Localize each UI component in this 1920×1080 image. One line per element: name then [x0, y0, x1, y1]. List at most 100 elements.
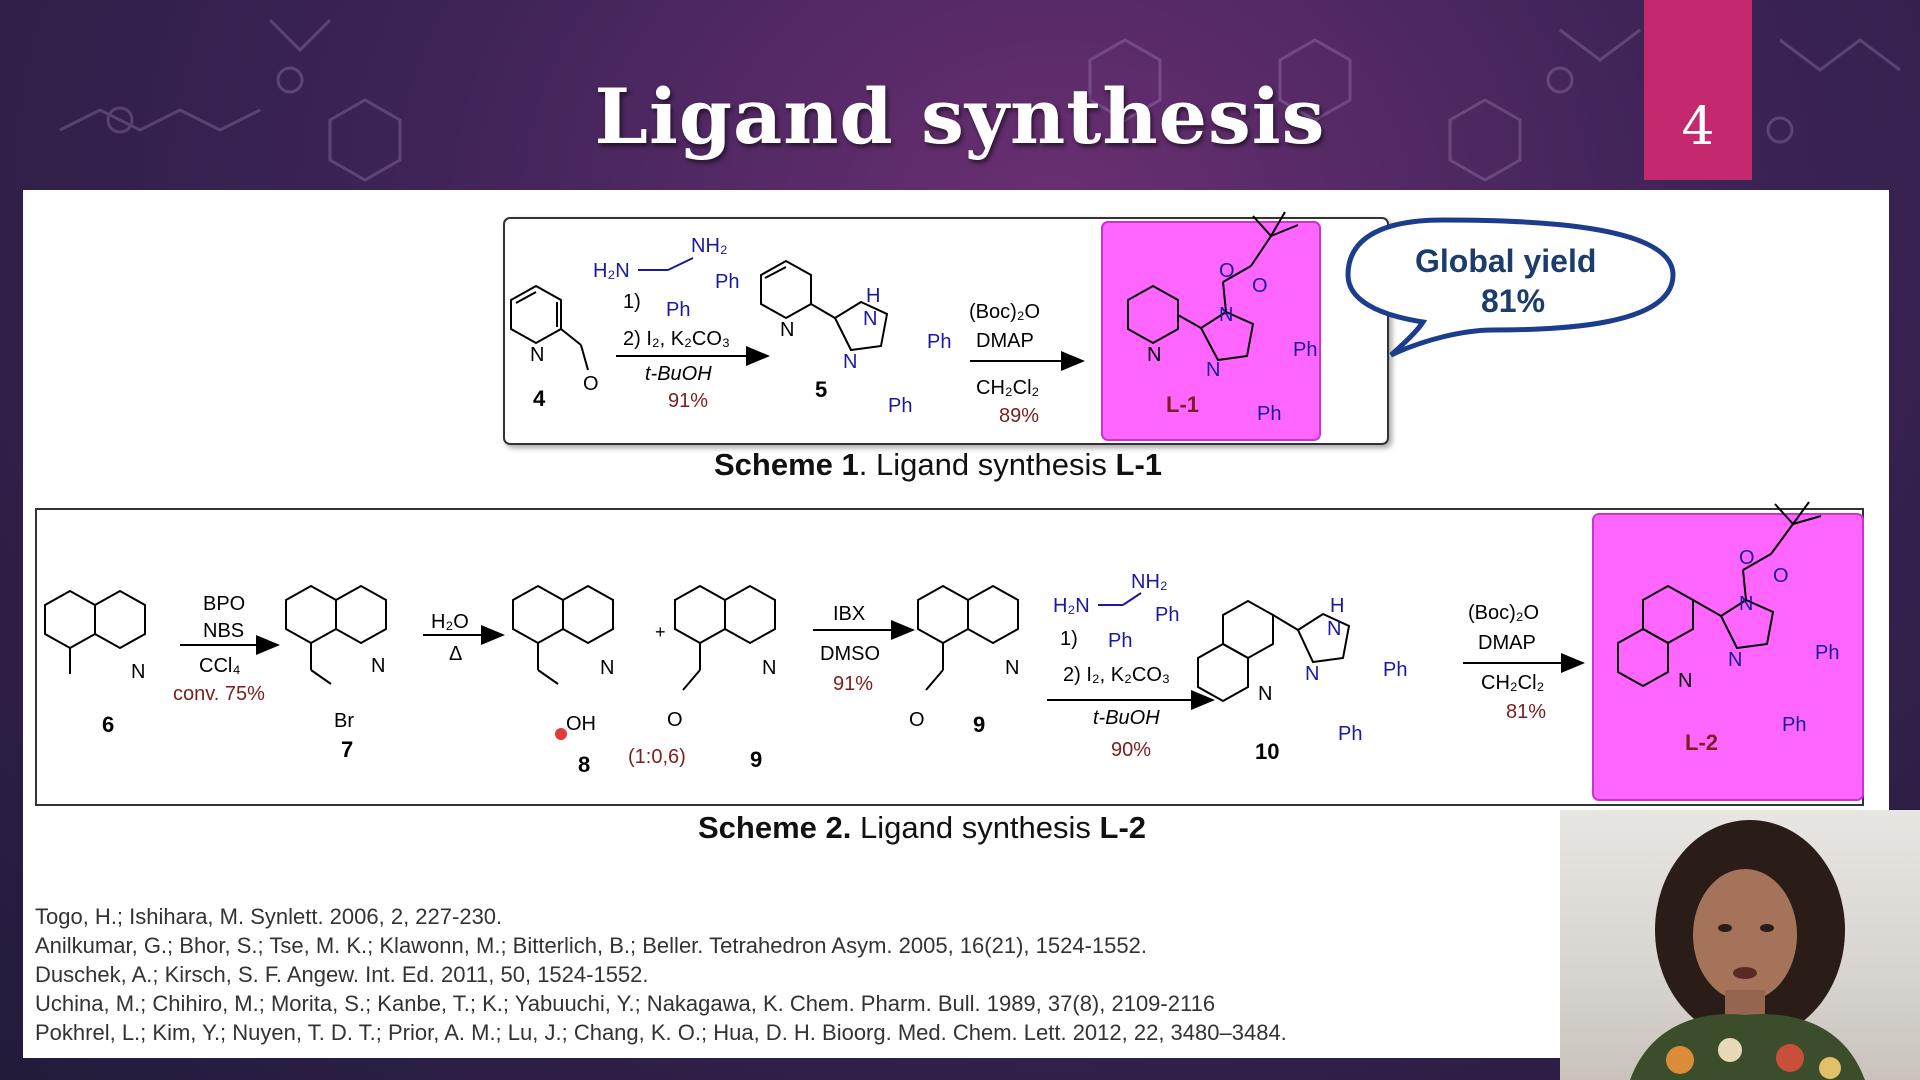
reaction-schemes-canvas: N O 4 H₂N NH₂ Ph Ph 1) 2) I₂, K₂CO₃ t-Bu…	[35, 211, 1864, 806]
svg-text:Ph: Ph	[1155, 604, 1179, 626]
atom-label: Ph	[1383, 659, 1407, 681]
compound-number: 10	[1255, 739, 1279, 764]
nbs-reagent: NBS	[203, 620, 244, 642]
dmap-reagent: DMAP	[976, 330, 1034, 352]
caption-text: . Ligand synthesis	[858, 447, 1116, 482]
water-reagent: H₂O	[431, 611, 469, 633]
atom-label: Ph	[927, 331, 951, 353]
atom-label: N	[1206, 359, 1220, 381]
caption-product: L-2	[1099, 810, 1147, 845]
svg-text:H₂N: H₂N	[593, 260, 630, 282]
diamine-reagent: H₂N NH₂ Ph Ph	[593, 235, 739, 321]
bromo-label: Br	[334, 710, 354, 732]
dmso-reagent: DMSO	[820, 643, 880, 665]
yield-label: 81%	[1506, 701, 1546, 723]
conversion-label: conv. 75%	[173, 683, 265, 705]
atom-label: Ph	[888, 395, 912, 417]
yield-label: 90%	[1111, 739, 1151, 761]
atom-label: O	[1739, 547, 1755, 569]
reference-item: Anilkumar, G.; Bhor, S.; Tse, M. K.; Kla…	[35, 933, 1147, 958]
product-label: L-2	[1685, 730, 1718, 755]
atom-label: Ph	[1782, 714, 1806, 736]
product-l1-box	[1101, 221, 1321, 441]
atom-label: Ph	[1293, 339, 1317, 361]
solvent-label: t-BuOH	[1093, 707, 1160, 729]
yield-label: 91%	[833, 673, 873, 695]
atom-label: N	[1258, 683, 1272, 705]
scheme2-frame	[35, 508, 1864, 806]
atom-label: N	[1728, 649, 1742, 671]
atom-label: O	[583, 373, 599, 395]
reference-item: Togo, H.; Ishihara, M. Synlett. 2006, 2,…	[35, 904, 503, 929]
step2-reagents: 2) I₂, K₂CO₃	[623, 328, 730, 350]
compound-number: 6	[102, 712, 114, 737]
atom-label: N	[371, 655, 385, 677]
yield-label: 91%	[668, 390, 708, 412]
boc-reagent: (Boc)₂O	[1468, 602, 1539, 624]
compound-number: 5	[815, 377, 827, 402]
step-label: 1)	[623, 291, 641, 313]
atom-label: H	[866, 285, 880, 307]
dmap-reagent: DMAP	[1478, 632, 1536, 654]
atom-label: O	[1219, 260, 1235, 282]
svg-text:Ph: Ph	[715, 271, 739, 293]
slide-number-badge: 4	[1644, 0, 1752, 180]
atom-label: N	[1305, 663, 1319, 685]
svg-text:NH₂: NH₂	[1131, 571, 1168, 593]
reference-item: Duschek, A.; Kirsch, S. F. Angew. Int. E…	[35, 962, 649, 987]
atom-label: O	[667, 709, 683, 731]
scheme2-caption: Scheme 2. Ligand synthesis L-2	[698, 810, 1146, 846]
ratio-label: (1:0,6)	[628, 746, 686, 768]
global-yield-bubble	[1345, 217, 1676, 358]
compound-4-structure	[510, 284, 589, 371]
solvent-label: t-BuOH	[645, 363, 712, 385]
product-l1-structure	[1127, 211, 1299, 362]
references-list: Togo, H.; Ishihara, M. Synlett. 2006, 2,…	[35, 902, 1287, 1047]
atom-label: O	[1773, 565, 1789, 587]
svg-text:NH₂: NH₂	[691, 235, 728, 257]
step2-reagents: 2) I₂, K₂CO₃	[1063, 664, 1170, 686]
step-label: 1)	[1060, 628, 1078, 650]
atom-label: H	[1330, 595, 1344, 617]
bubble-title: Global yield	[1415, 243, 1596, 279]
caption-bold: Scheme 1	[714, 447, 859, 482]
presenter-webcam-video	[1560, 810, 1920, 1080]
svg-text:H₂N: H₂N	[1053, 595, 1090, 617]
caption-bold: Scheme 2.	[698, 810, 852, 845]
compound-7-structure	[285, 584, 387, 685]
slide-title: Ligand synthesis	[594, 72, 1326, 161]
compound-number: 9	[973, 712, 985, 737]
compound-number: 9	[750, 747, 762, 772]
reference-item: Uchina, M.; Chihiro, M.; Morita, S.; Kan…	[35, 991, 1216, 1016]
atom-label: N	[780, 319, 794, 341]
solvent-label: CH₂Cl₂	[1481, 672, 1544, 694]
atom-label: N	[843, 351, 857, 373]
ibx-reagent: IBX	[833, 603, 865, 625]
presenter-silhouette	[1630, 820, 1865, 1080]
atom-label: N	[1739, 593, 1753, 615]
atom-label: O	[909, 709, 925, 731]
atom-label: N	[1219, 304, 1233, 326]
compound-9-structure	[674, 584, 776, 691]
cursor-dot	[555, 728, 567, 740]
svg-text:Ph: Ph	[666, 299, 690, 321]
plus-sign: +	[655, 622, 666, 642]
compound-10-structure	[1197, 599, 1351, 703]
atom-label: O	[1252, 275, 1268, 297]
caption-text: Ligand synthesis	[851, 810, 1100, 845]
atom-label: Ph	[1257, 403, 1281, 425]
compound-number: 8	[578, 752, 590, 777]
svg-text:Ph: Ph	[1108, 630, 1132, 652]
compound-number: 7	[341, 737, 353, 762]
atom-label: N	[131, 661, 145, 683]
solvent-label: CH₂Cl₂	[976, 377, 1039, 399]
atom-label: N	[762, 657, 776, 679]
compound-6-structure	[44, 589, 146, 674]
hydroxyl-label: OH	[566, 713, 596, 735]
scheme1-caption: Scheme 1. Ligand synthesis L-1	[714, 447, 1162, 483]
product-l2-structure	[1617, 501, 1822, 688]
compound-8-structure	[512, 584, 614, 685]
heat-symbol: Δ	[449, 643, 462, 665]
compound-5-structure	[760, 259, 889, 352]
background-molecule-decoration	[59, 18, 1901, 182]
